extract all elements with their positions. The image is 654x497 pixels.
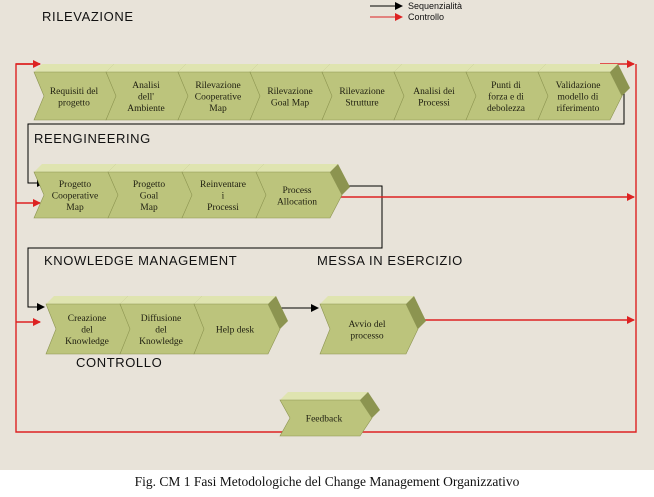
knowledge-step-2-top-face: [120, 296, 202, 304]
rilevazione-step-2-top-face: [106, 64, 186, 72]
reengineering-row: ProgettoCooperativeMapProgettoGoalMapRei…: [33, 164, 350, 219]
reengineering-step-2-label-line: Progetto: [133, 180, 165, 190]
rilevazione-step-2-label-line: Ambiente: [127, 104, 164, 114]
sequence-arrow-reengineering-to-knowledge: [27, 185, 383, 311]
rilevazione-step-4-top-face: [250, 64, 330, 72]
rilevazione-step-7-top-face: [466, 64, 546, 72]
rilevazione-step-8-side-face: [610, 64, 630, 96]
rilevazione-step-8-top-face: [538, 64, 618, 72]
reengineering-step-2-top-face: [108, 164, 190, 172]
esercizio-step-1-top-face: [320, 296, 414, 304]
knowledge-step-2-label-line: Diffusione: [141, 313, 181, 324]
knowledge-row: CreazionedelKnowledgeDiffusionedelKnowle…: [45, 296, 288, 355]
reengineering-step-3-top-face: [182, 164, 264, 172]
rilevazione-step-3-label-line: Cooperative: [195, 93, 241, 103]
rilevazione-step-4-label-line: Goal Map: [271, 98, 310, 108]
rilevazione-step-6-label-line: Analisi dei: [413, 87, 455, 97]
reengineering-step-1-label-line: Progetto: [59, 180, 91, 190]
rilevazione-step-1-label-line: Requisiti del: [50, 87, 99, 97]
rilevazione-step-7-label-line: forza e di: [488, 92, 524, 103]
reengineering-step-2-label-line: Map: [140, 203, 158, 213]
diagram-canvas: Sequenzialità Controllo RILEVAZIONE REEN…: [0, 0, 654, 470]
process-diagram: Sequenzialità Controllo RILEVAZIONE REEN…: [15, 1, 637, 437]
reengineering-step-4-label-line: Process: [282, 186, 311, 196]
reengineering-step-4-top-face: [256, 164, 338, 172]
knowledge-step-3-top-face: [194, 296, 276, 304]
section-title-messa-in-esercizio: MESSA IN ESERCIZIO: [317, 253, 463, 268]
controllo-step-1-label-line: Feedback: [306, 415, 343, 425]
rilevazione-step-5-label-line: Rilevazione: [339, 87, 384, 97]
knowledge-step-1-label-line: Creazione: [68, 314, 107, 324]
rilevazione-step-7-label-line: debolezza: [487, 104, 526, 114]
rilevazione-step-8-label-line: Validazione: [556, 81, 601, 91]
section-title-rilevazione: RILEVAZIONE: [42, 9, 134, 24]
knowledge-step-1-label-line: del: [81, 326, 93, 336]
rilevazione-step-3-top-face: [178, 64, 258, 72]
reengineering-step-3-label-line: Processi: [207, 203, 239, 213]
rilevazione-step-6-label-line: Processi: [418, 98, 450, 108]
knowledge-step-1-label-line: Knowledge: [65, 337, 109, 347]
controllo-step-1-top-face: [280, 392, 368, 400]
controllo-row: Feedback: [279, 392, 380, 437]
esercizio-step-1-label-line: Avvio del: [348, 320, 385, 330]
rilevazione-step-1-label-line: progetto: [58, 98, 90, 108]
rilevazione-step-8-label-line: modello di: [558, 93, 599, 103]
rilevazione-step-2-label-line: Analisi: [132, 81, 160, 91]
knowledge-step-1-top-face: [46, 296, 128, 304]
section-title-controllo: CONTROLLO: [76, 355, 162, 370]
knowledge-step-3-label-line: Help desk: [216, 326, 255, 336]
reengineering-step-3-label-line: Reinventare: [200, 180, 246, 190]
controllo-step-1-front-face: [279, 399, 373, 437]
legend: Sequenzialità Controllo: [370, 1, 462, 22]
reengineering-step-3-label-line: i: [222, 192, 225, 202]
rilevazione-step-4-label-line: Rilevazione: [267, 87, 312, 97]
section-title-knowledge-management: KNOWLEDGE MANAGEMENT: [44, 253, 237, 268]
knowledge-step-3-front-face: [193, 303, 281, 355]
knowledge-step-2-label-line: Knowledge: [139, 337, 183, 347]
reengineering-step-2-label-line: Goal: [140, 192, 159, 202]
reengineering-step-1-label-line: Map: [66, 203, 84, 213]
reengineering-step-4-label-line: Allocation: [277, 197, 317, 207]
rilevazione-step-6-top-face: [394, 64, 474, 72]
rilevazione-step-8-front-face: [537, 71, 623, 121]
rilevazione-step-1-top-face: [34, 64, 114, 72]
esercizio-step-1-label-line: processo: [350, 331, 383, 341]
reengineering-step-1-top-face: [34, 164, 116, 172]
reengineering-step-4-side-face: [330, 164, 350, 195]
reengineering-step-1-label-line: Cooperative: [52, 192, 98, 202]
knowledge-step-3-side-face: [268, 296, 288, 329]
rilevazione-step-5-label-line: Strutture: [345, 98, 378, 108]
reengineering-step-4-front-face: [255, 171, 343, 219]
figure-caption: Fig. CM 1 Fasi Metodologiche del Change …: [134, 474, 520, 489]
esercizio-step-1-front-face: [319, 303, 419, 355]
section-title-reengineering: REENGINEERING: [34, 131, 151, 146]
knowledge-step-2-label-line: del: [155, 326, 167, 336]
controllo-step-1: Feedback: [279, 392, 380, 437]
legend-control-label: Controllo: [408, 12, 444, 22]
knowledge-step-3: Help desk: [193, 296, 288, 355]
rilevazione-step-8-label-line: riferimento: [557, 103, 600, 114]
rilevazione-step-7-label-line: Punti di: [491, 81, 521, 91]
rilevazione-step-5-top-face: [322, 64, 402, 72]
esercizio-step-1-side-face: [406, 296, 426, 329]
rilevazione-step-2-label-line: dell': [138, 93, 154, 103]
controllo-step-1-side-face: [360, 392, 380, 418]
legend-sequence-label: Sequenzialità: [408, 1, 462, 11]
rilevazione-step-3-label-line: Map: [209, 104, 227, 114]
rilevazione-step-3-label-line: Rilevazione: [195, 81, 240, 91]
